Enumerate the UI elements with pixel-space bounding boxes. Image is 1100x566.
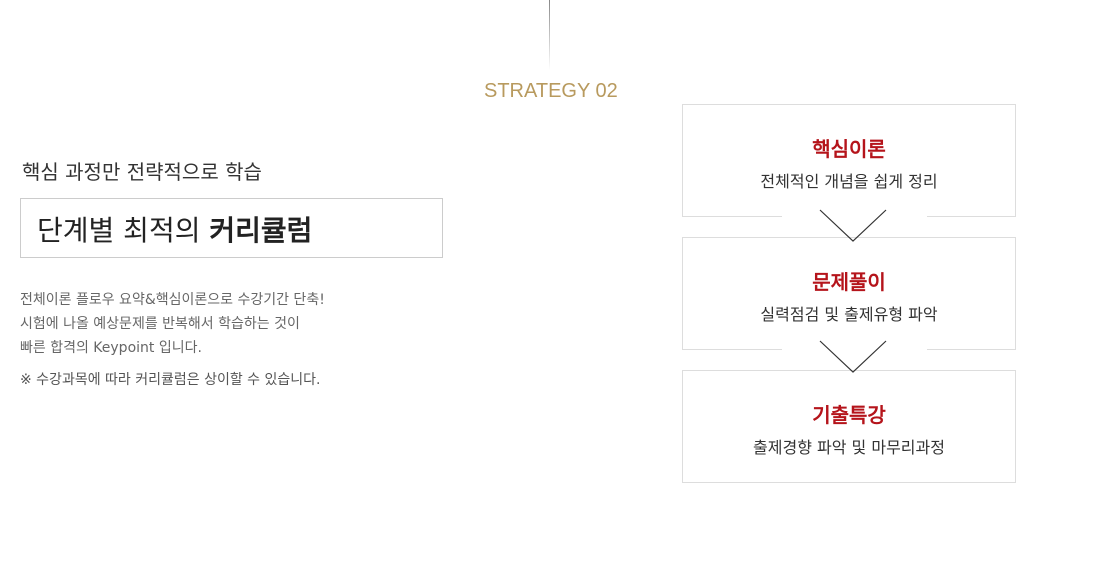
description: 전체이론 플로우 요약&핵심이론으로 수강기간 단축! 시험에 나올 예상문제를… [20, 288, 325, 360]
step-title: 문제풀이 [812, 270, 886, 294]
title-box: 단계별 최적의 커리큘럼 [20, 198, 443, 258]
chevron-down-icon [819, 340, 887, 373]
step-title: 핵심이론 [812, 137, 886, 161]
subtitle: 핵심 과정만 전략적으로 학습 [22, 160, 262, 184]
step-desc: 실력점검 및 출제유형 파악 [760, 305, 938, 324]
title-bold: 커리큘럼 [209, 214, 313, 247]
step-card: 핵심이론 전체적인 개념을 쉽게 정리 [682, 104, 1016, 217]
desc-line: 전체이론 플로우 요약&핵심이론으로 수강기간 단축! [20, 292, 325, 308]
divider-line [549, 0, 550, 70]
step-desc: 출제경향 파악 및 마무리과정 [753, 438, 945, 457]
strategy-label: STRATEGY 02 [484, 80, 618, 102]
page-title: 단계별 최적의 커리큘럼 [37, 209, 312, 249]
title-normal: 단계별 최적의 [37, 214, 210, 247]
chevron-down-icon [819, 209, 887, 242]
step-desc: 전체적인 개념을 쉽게 정리 [760, 172, 938, 191]
note: ※ 수강과목에 따라 커리큘럼은 상이할 수 있습니다. [20, 372, 321, 388]
step-card: 문제풀이 실력점검 및 출제유형 파악 [682, 237, 1016, 350]
step-card: 기출특강 출제경향 파악 및 마무리과정 [682, 370, 1016, 483]
step-title: 기출특강 [812, 403, 886, 427]
desc-line: 빠른 합격의 Keypoint 입니다. [20, 340, 202, 356]
desc-line: 시험에 나올 예상문제를 반복해서 학습하는 것이 [20, 316, 300, 332]
